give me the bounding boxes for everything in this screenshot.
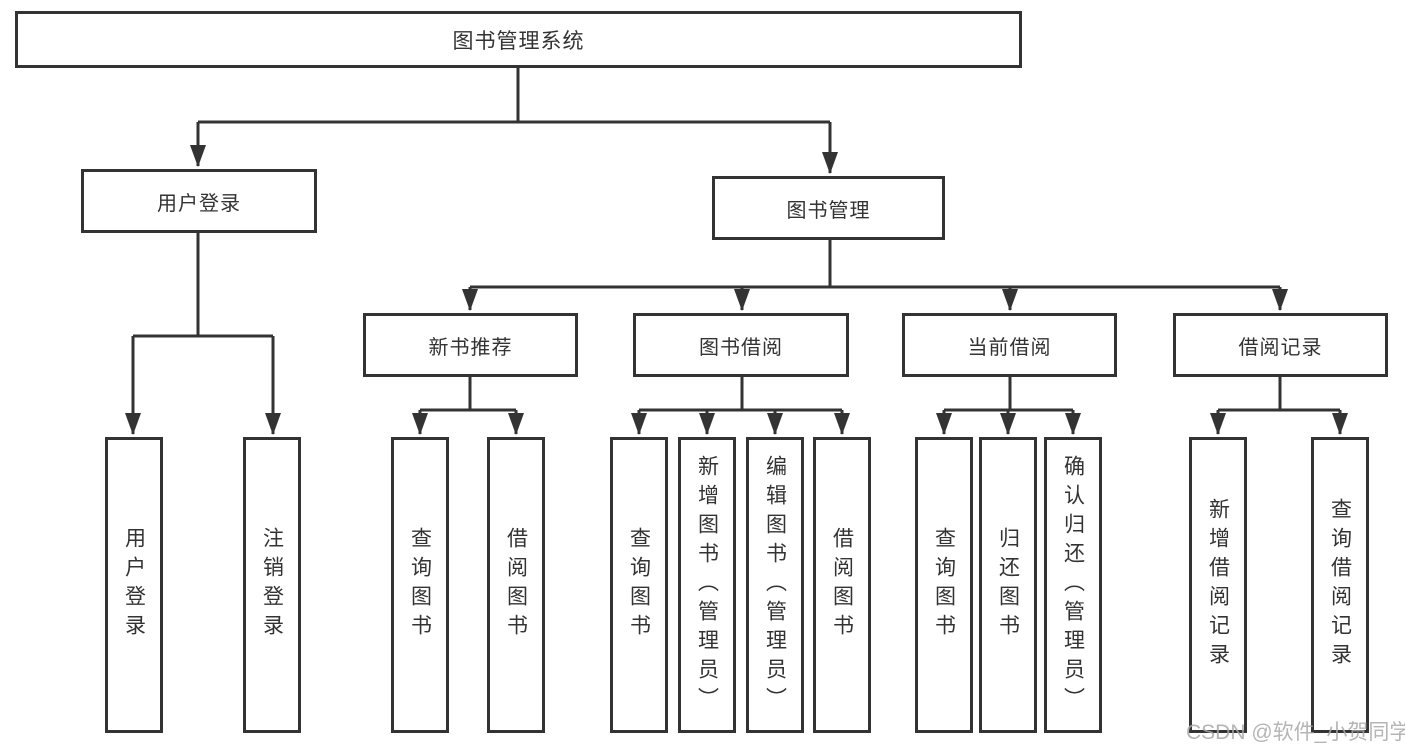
node-user-login: 用户登录 (81, 169, 317, 233)
leaf-return-books: 归还图书 (979, 437, 1037, 733)
csdn-watermark: CSDN @软件_小贺同学 (1186, 721, 1405, 744)
leaf-borrow-books: 借阅图书 (813, 437, 871, 733)
leaf-query-books-borrow: 查询图书 (610, 437, 668, 733)
node-root: 图书管理系统 (15, 11, 1022, 68)
leaf-confirm-return-admin: 确认归还（管理员） (1044, 437, 1102, 733)
leaf-edit-book-admin: 编辑图书（管理员） (746, 437, 804, 733)
leaf-logout: 注销登录 (243, 437, 301, 733)
node-borrow-records: 借阅记录 (1173, 313, 1388, 377)
leaf-query-borrow-record: 查询借阅记录 (1311, 437, 1369, 733)
leaf-user-login: 用户登录 (105, 437, 163, 733)
leaf-query-books-current: 查询图书 (915, 437, 973, 733)
leaf-add-borrow-record: 新增借阅记录 (1189, 437, 1247, 733)
node-new-book-recommend: 新书推荐 (363, 313, 578, 377)
node-current-borrow: 当前借阅 (902, 313, 1117, 377)
leaf-query-books-recommend: 查询图书 (391, 437, 449, 733)
node-book-management: 图书管理 (712, 176, 945, 240)
leaf-borrow-books-recommend: 借阅图书 (487, 437, 545, 733)
leaf-add-book-admin: 新增图书（管理员） (678, 437, 736, 733)
node-book-borrow: 图书借阅 (633, 313, 849, 377)
